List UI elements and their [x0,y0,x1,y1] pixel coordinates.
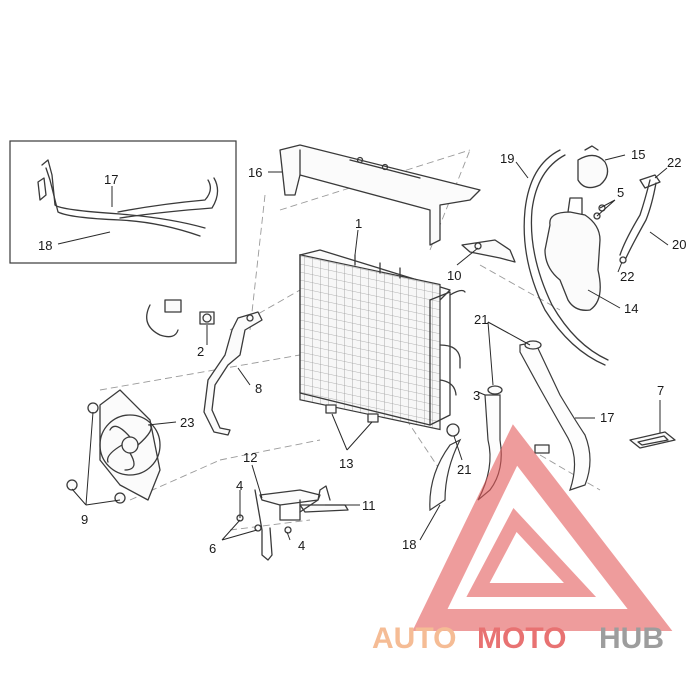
lower-brackets [236,485,349,561]
callout-16: 16 [248,165,262,180]
callout-19: 19 [500,151,514,166]
callout-8: 8 [255,381,262,396]
callout-13: 13 [339,456,353,471]
watermark-text-hub: HUB [599,622,664,655]
callout-22-lower: 22 [620,269,634,284]
watermark-triangle-outer [412,424,673,631]
callout-17-right: 17 [600,410,614,425]
callout-22-upper: 22 [667,155,681,170]
callout-labels: 1 2 3 4 4 5 6 7 8 9 10 11 12 13 14 15 16… [38,147,686,556]
watermark-text-moto: MOTO [477,622,566,655]
overflow-hoses [523,149,661,366]
top-bracket [279,144,481,246]
mount-bracket-10 [461,239,516,263]
callout-10: 10 [447,268,461,283]
callout-4-upper: 4 [236,478,243,493]
watermark-text-auto: AUTO [372,622,456,655]
temperature-sensor [146,299,215,338]
callout-7: 7 [657,383,664,398]
expansion-tank [544,145,609,311]
callout-21-lower: 21 [457,462,471,477]
callout-21-upper: 21 [474,312,488,327]
callout-18-lower: 18 [402,537,416,552]
leader-lines [57,154,669,541]
side-bracket-8 [203,311,263,436]
callout-3: 3 [473,388,480,403]
callout-17-inset: 17 [104,172,118,187]
cooling-fan [66,389,161,504]
callout-15: 15 [631,147,645,162]
callout-20: 20 [672,237,686,252]
radiator-hoses [429,340,591,512]
callout-9: 9 [81,512,88,527]
callout-14: 14 [624,301,638,316]
callout-12: 12 [243,450,257,465]
watermark-triangle-inner [466,508,597,597]
inset-hose-box [9,140,237,264]
gasket-7 [629,431,676,449]
watermark-logo: AUTO MOTO HUB [372,424,673,655]
callout-6: 6 [209,541,216,556]
callout-18-inset: 18 [38,238,52,253]
callout-4-lower: 4 [298,538,305,553]
callout-1: 1 [355,216,362,231]
radiator [299,249,466,431]
callout-2: 2 [197,344,204,359]
callout-23: 23 [180,415,194,430]
callout-5: 5 [617,185,624,200]
callout-11: 11 [362,498,376,513]
